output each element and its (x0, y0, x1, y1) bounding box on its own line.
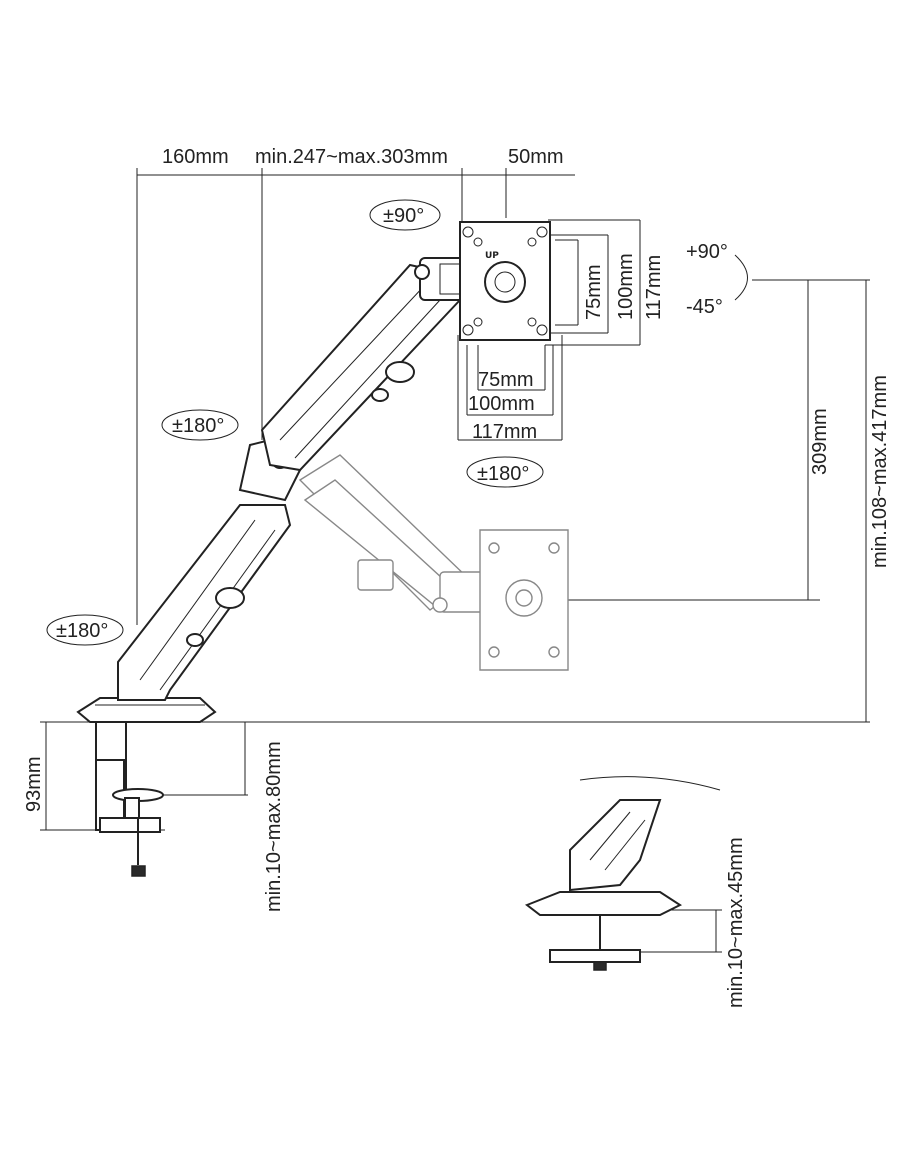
clamp-range-label: min.10~max.80mm (263, 741, 285, 912)
base-swivel-label: ±180° (56, 620, 108, 642)
vesa-h117-label: 117mm (472, 421, 537, 443)
desk-base (76, 697, 217, 723)
vesa-h75-label: 75mm (478, 369, 534, 391)
tilt-up-label: +90° (686, 241, 728, 263)
base-swivel-arrow-icon (46, 614, 124, 646)
ghost-arm-position (298, 454, 569, 671)
elbow-swivel-label: ±180° (172, 415, 224, 437)
desk-clamp (95, 721, 164, 877)
elbow-swivel-arrow-icon (161, 409, 239, 441)
vesa-v117-label: 117mm (643, 255, 665, 320)
vesa-v100-label: 100mm (615, 253, 637, 320)
vertical-travel-label: 309mm (809, 408, 831, 475)
clamp-height-label: 93mm (23, 756, 45, 812)
grommet-mount (524, 776, 721, 971)
head-rotate-arrow-icon (369, 199, 441, 231)
monitor-arm: UP (76, 221, 551, 723)
tilt-arrow-icon (734, 254, 748, 301)
vesa-h100-label: 100mm (468, 393, 535, 415)
arm-extension-label: min.247~max.303mm (255, 146, 448, 168)
dimension-labels: 160mm min.247~max.303mm 50mm 75mm 100mm … (23, 146, 891, 1008)
head-rotate-label: ±90° (383, 205, 424, 227)
vesa-up-label: UP (485, 251, 499, 261)
grommet-range-label: min.10~max.45mm (725, 837, 747, 1008)
vesa-v75-label: 75mm (583, 264, 605, 320)
lower-arm (117, 504, 292, 701)
base-offset-label: 160mm (162, 146, 229, 168)
rotation-indicators (46, 199, 748, 646)
vesa-offset-label: 50mm (508, 146, 564, 168)
dimension-lines (40, 168, 870, 953)
head-swivel-label: ±180° (477, 463, 529, 485)
tilt-down-label: -45° (686, 296, 723, 318)
height-range-label: min.108~max.417mm (869, 375, 891, 568)
head-swivel-arrow-icon (466, 456, 544, 488)
